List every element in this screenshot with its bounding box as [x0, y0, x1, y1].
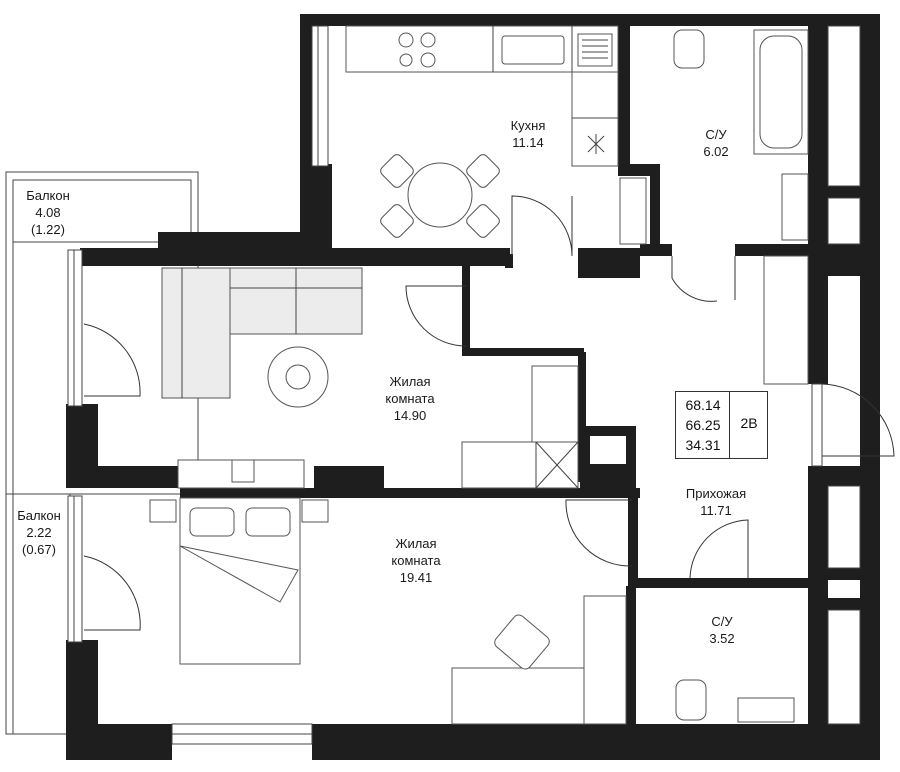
- summary-areas: 68.14 66.25 34.31: [678, 395, 728, 455]
- balcony-top-area: 4.08: [35, 205, 61, 220]
- shaft-opening: [590, 436, 626, 464]
- balcony-bottom-label: Балкон 2.22 (0.67): [4, 507, 74, 558]
- area-without-balconies: 66.25: [685, 417, 721, 433]
- hallway-name: Прихожая: [685, 486, 747, 501]
- kitchen-label: Кухня 11.14: [492, 117, 564, 151]
- summary-divider: [729, 391, 730, 459]
- hallway-wardrobe: [583, 255, 809, 725]
- bathroom-bottom-area: 3.52: [709, 631, 735, 646]
- living-room-1-furniture: [161, 267, 579, 489]
- bathroom-bottom-fixtures: [675, 679, 795, 723]
- bathroom-top-name: С/У: [705, 127, 727, 142]
- balcony-bottom-reduced-area: (0.67): [22, 542, 56, 557]
- bathroom-bottom-name: С/У: [711, 614, 733, 629]
- living-room-1-label: Жилая комната 14.90: [370, 373, 450, 424]
- bathroom-top-label: С/У 6.02: [680, 126, 752, 160]
- living-area: 34.31: [685, 437, 721, 453]
- hallway-label: Прихожая 11.71: [670, 485, 762, 519]
- walls: [66, 14, 880, 760]
- living-room-1-area: 14.90: [393, 408, 427, 423]
- doors: [83, 195, 895, 631]
- bedroom-furniture: [149, 497, 585, 725]
- balcony-bottom-name: Балкон: [17, 508, 61, 523]
- balcony-top-label: Балкон 4.08 (1.22): [10, 187, 86, 238]
- kitchen-area: 11.14: [512, 135, 544, 150]
- bathroom-top-area: 6.02: [703, 144, 729, 159]
- apartment-type: 2В: [740, 415, 758, 431]
- living-room-1-name-line1: Жилая: [389, 374, 431, 389]
- kitchen-name: Кухня: [510, 118, 546, 133]
- living-room-1-name-line2: комната: [385, 391, 435, 406]
- windows: [67, 25, 861, 745]
- bathroom-bottom-label: С/У 3.52: [686, 613, 758, 647]
- living-room-2-name-line1: Жилая: [395, 536, 437, 551]
- balcony-top-reduced-area: (1.22): [31, 222, 65, 237]
- living-room-2-area: 19.41: [399, 570, 433, 585]
- living-room-2-name-line2: комната: [391, 553, 441, 568]
- kitchen-furniture: [345, 25, 647, 245]
- balcony-top-name: Балкон: [26, 188, 70, 203]
- summary-border: [675, 391, 768, 459]
- balcony-bottom-area: 2.22: [26, 525, 52, 540]
- hallway-area: 11.71: [700, 503, 732, 518]
- apartment-summary: 68.14 66.25 34.31 2В: [675, 391, 768, 459]
- total-area: 68.14: [685, 397, 721, 413]
- bathroom-top-fixtures: [673, 29, 809, 241]
- living-room-2-label: Жилая комната 19.41: [376, 535, 456, 586]
